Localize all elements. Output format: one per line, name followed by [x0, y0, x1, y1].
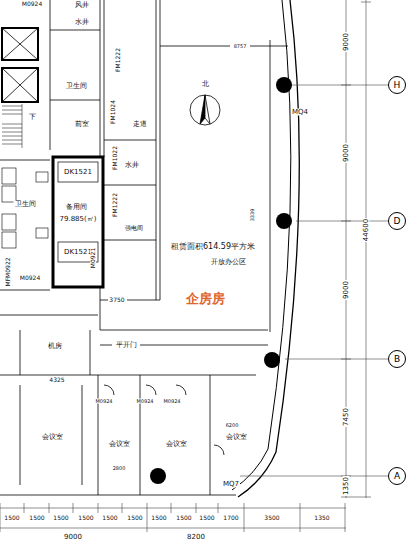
dimension-text: 9000 [343, 143, 350, 163]
room-label: DK1521 [63, 169, 93, 176]
room-label: 走道 [132, 121, 148, 128]
dimension-text: 1500 [77, 515, 94, 521]
dimension-text: 1350 [313, 515, 330, 521]
dimension-text: 3339 [250, 208, 255, 223]
room-label: FM1022 [112, 145, 118, 171]
axis-label: A [394, 472, 400, 481]
axis-bubble: A [388, 467, 406, 485]
axis-bubble: B [388, 350, 406, 368]
dimension-text: 1500 [3, 515, 20, 521]
axis-label: D [394, 217, 401, 226]
room-label: 卫生间 [14, 201, 37, 208]
axis-bubble: H [388, 76, 406, 94]
room-label: FM1222 [112, 192, 118, 218]
room-label: DK1521 [63, 249, 93, 256]
dimension-text: 1350 [343, 476, 350, 496]
elevators [2, 28, 38, 102]
dimension-text: 2800 [112, 466, 127, 471]
toilet-stalls [2, 168, 48, 248]
dimension-text: 3750 [108, 297, 125, 303]
room-label: 会议室 [41, 434, 64, 441]
room-label: 租赁面积614.59平方米 [170, 243, 256, 251]
axis-label: H [394, 81, 401, 90]
room-label: M0924 [135, 399, 154, 404]
dimension-text: 4325 [48, 377, 65, 383]
room-label: M0924 [94, 399, 113, 404]
dimension-text: 7450 [343, 407, 350, 427]
watermark: 企房房 [185, 292, 226, 305]
dimension-text: 3500 [263, 515, 280, 521]
dimension-text: 1500 [150, 515, 167, 521]
room-label: M0924 [19, 275, 41, 281]
dimension-text: 1500 [28, 515, 45, 521]
room-label: 平开门 [115, 342, 138, 349]
dimension-text: 8757 [233, 44, 248, 49]
room-label: M0924 [21, 1, 43, 7]
meeting-rooms [0, 330, 256, 495]
room-label: 下 [28, 114, 37, 121]
columns [150, 77, 292, 484]
dimension-text: 1500 [126, 515, 143, 521]
dimension-text: 1500 [101, 515, 118, 521]
room-label: 会议室 [108, 441, 131, 448]
room-label: 会议室 [165, 441, 188, 448]
room-label: 强电间 [124, 225, 144, 231]
room-label: MQ4 [291, 109, 309, 116]
room-label: 卫生间 [65, 83, 88, 90]
dimension-text: 6200 [225, 423, 240, 428]
dimension-text: 1500 [175, 515, 192, 521]
axis-label: B [394, 355, 400, 364]
axis-lines [240, 0, 388, 498]
dimension-text: 44600 [363, 218, 370, 242]
room-label: 水井 [124, 162, 140, 169]
room-label: M0921 [90, 247, 96, 269]
room-label: 风井 [74, 2, 90, 9]
room-label: 79.885(㎡) [59, 216, 98, 223]
bottom-dimensions [0, 503, 346, 532]
room-label: MQ7 [222, 481, 240, 488]
dimension-text: 9000 [343, 32, 350, 52]
core [53, 157, 103, 287]
room-label: 北 [201, 81, 210, 88]
room-label: MFM0922 [5, 256, 11, 287]
dimension-text: 9000 [343, 280, 350, 300]
compass [190, 95, 220, 125]
axis-bubble: D [388, 212, 406, 230]
room-label: 会议室 [225, 434, 248, 441]
dimension-text: 8200 [186, 534, 206, 541]
interior-walls [0, 0, 288, 345]
dimension-text: 1500 [198, 515, 215, 521]
room-label: 备用间 [65, 204, 88, 211]
room-label: M0924 [162, 399, 181, 404]
room-label: FM1222 [115, 47, 121, 73]
dimension-text: 1500 [52, 515, 69, 521]
room-label: 机房 [47, 343, 63, 350]
room-label: 开放办公区 [210, 259, 247, 266]
dimension-text: 1700 [222, 515, 239, 521]
stairs [2, 104, 22, 148]
dimension-text: 9000 [63, 534, 83, 541]
room-label: 水井 [74, 19, 90, 26]
room-label: 前室 [74, 121, 90, 128]
room-label: FM1024 [110, 99, 116, 125]
